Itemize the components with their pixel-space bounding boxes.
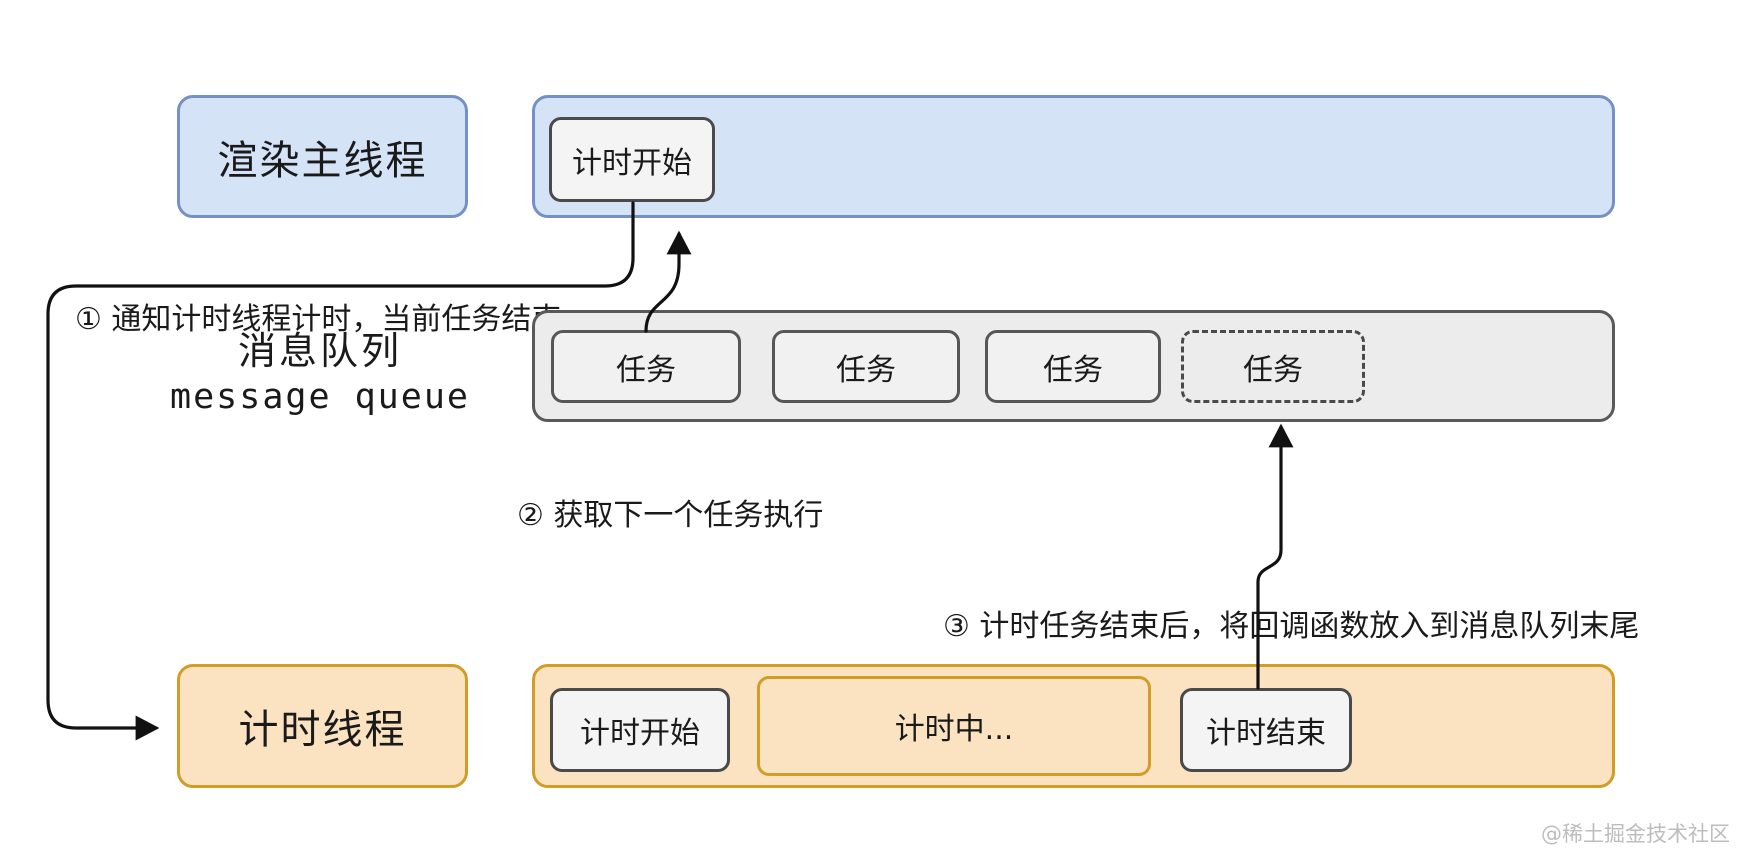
timer-thread-box: 计时线程 bbox=[177, 664, 468, 788]
queue-task-3: 任务 bbox=[985, 330, 1161, 403]
timer-step-start: 计时开始 bbox=[550, 688, 730, 772]
queue-task-1: 任务 bbox=[551, 330, 741, 403]
arrow-step1-notify-timer-thread bbox=[46, 201, 635, 741]
timer-thread-label: 计时线程 bbox=[238, 707, 407, 753]
message-queue-title: 消息队列 message queue bbox=[120, 328, 520, 419]
queue-task-1-label: 任务 bbox=[616, 352, 676, 388]
annotation-step2: ② 获取下一个任务执行 bbox=[517, 498, 824, 533]
annotation-step3: ③ 计时任务结束后，将回调函数放入到消息队列末尾 bbox=[943, 609, 1640, 644]
watermark: @稀土掘金技术社区 bbox=[1541, 822, 1730, 846]
message-queue-title-en: message queue bbox=[170, 376, 470, 417]
queue-task-2: 任务 bbox=[772, 330, 960, 403]
timer-step-end-label: 计时结束 bbox=[1206, 716, 1326, 751]
arrow-step3-callback-to-queue bbox=[1256, 423, 1294, 690]
timing-start-node-main: 计时开始 bbox=[549, 117, 715, 202]
timing-start-label: 计时开始 bbox=[572, 145, 692, 181]
queue-task-3-label: 任务 bbox=[1043, 352, 1103, 388]
queue-task-4-pending-callback: 任务 bbox=[1181, 330, 1365, 403]
timer-step-running-label: 计时中... bbox=[894, 712, 1014, 747]
timer-step-end: 计时结束 bbox=[1180, 688, 1352, 772]
queue-task-2-label: 任务 bbox=[836, 352, 896, 388]
render-main-thread-box: 渲染主线程 bbox=[177, 95, 468, 218]
message-queue-title-cn: 消息队列 bbox=[237, 329, 402, 373]
timer-step-running: 计时中... bbox=[757, 676, 1151, 776]
render-main-thread-label: 渲染主线程 bbox=[217, 137, 428, 184]
timer-step-start-label: 计时开始 bbox=[580, 716, 700, 751]
queue-task-4-label: 任务 bbox=[1243, 352, 1303, 388]
